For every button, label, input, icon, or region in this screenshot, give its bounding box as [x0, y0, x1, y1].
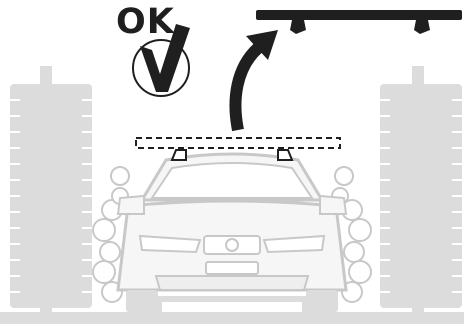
left-wash-brush — [10, 66, 92, 312]
car-front — [118, 154, 346, 318]
checkmark-circle-icon — [133, 24, 190, 96]
roof-rack-removed-outline — [136, 138, 340, 148]
floor — [0, 312, 464, 324]
roof-rack-removed — [256, 10, 462, 34]
arrow-up-icon — [235, 30, 278, 130]
right-wash-brush — [380, 66, 462, 312]
